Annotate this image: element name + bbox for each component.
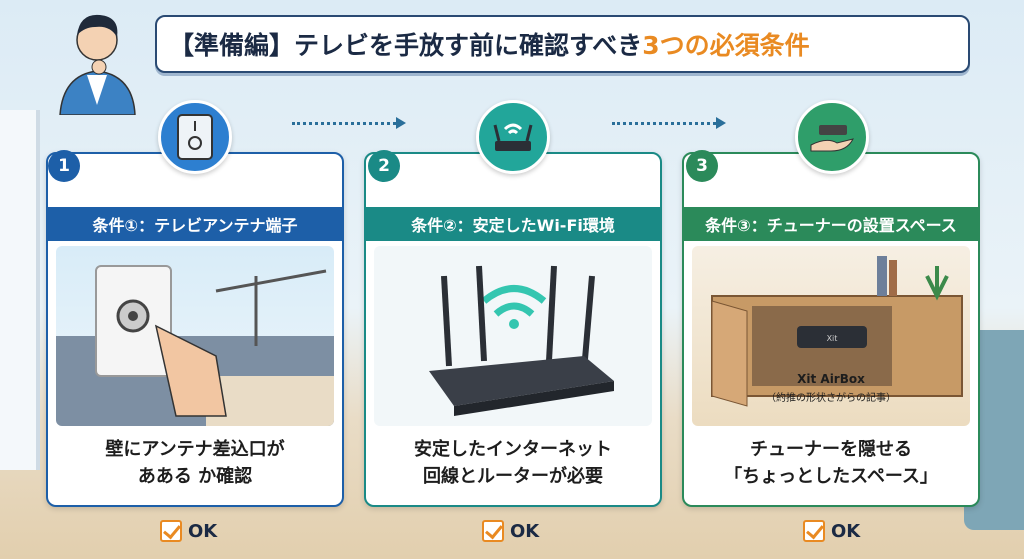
step-number-2: 2 (368, 150, 400, 182)
product-name: Xit AirBox (797, 372, 865, 386)
ok-check-1: OK (160, 520, 217, 542)
window-background (0, 110, 40, 470)
caption-line-2: 「ちょっとしたスペース」 (724, 466, 938, 487)
title-highlight: 3つの必須条件 (642, 31, 810, 60)
ok-label: OK (831, 520, 861, 542)
card-header: 条件③：チューナーの設置スペース (684, 207, 978, 241)
condition-card-3: 条件③：チューナーの設置スペース Xit Xit AirBox （約推の形状さが… (682, 152, 980, 507)
caption-line-1: 安定したインターネット (414, 439, 612, 460)
checkbox-checked-icon (160, 520, 182, 542)
step-number-3: 3 (686, 150, 718, 182)
caption-line-1: チューナーを隠せる (750, 439, 912, 460)
checkbox-checked-icon (803, 520, 825, 542)
caption-line-2: 回線とルーターが必要 (423, 466, 603, 487)
title-main: 【準備編】テレビを手放す前に確認すべき (169, 31, 643, 60)
card-caption: 安定したインターネット回線とルーターが必要 (366, 436, 660, 490)
condition-card-2: 条件②：安定したWi-Fi環境 安定したインターネット回線とルーターが必要 (364, 152, 662, 507)
caption-line-2: あある か確認 (137, 466, 253, 487)
condition-card-1: 条件①：テレビアンテナ端子 壁にアンテナ差込口があある か確認 (46, 152, 344, 507)
antenna-outlet-illustration (56, 246, 334, 426)
router-icon (476, 100, 550, 174)
tv-cabinet-illustration: Xit Xit AirBox （約推の形状さがらの記事） (692, 246, 970, 426)
card-caption: チューナーを隠せる「ちょっとしたスペース」 (684, 436, 978, 490)
flow-arrow-2 (612, 117, 726, 129)
device-label: Xit (827, 334, 838, 343)
card-header: 条件②：安定したWi-Fi環境 (366, 207, 660, 241)
caption-line-1: 壁にアンテナ差込口が (105, 439, 285, 460)
flow-arrow-1 (292, 117, 406, 129)
checkbox-checked-icon (482, 520, 504, 542)
ok-check-2: OK (482, 520, 539, 542)
thinking-person-illustration (59, 14, 136, 115)
wifi-router-illustration (374, 246, 652, 426)
ok-label: OK (510, 520, 540, 542)
ok-check-3: OK (803, 520, 860, 542)
antenna-outlet-icon (158, 100, 232, 174)
card-header: 条件①：テレビアンテナ端子 (48, 207, 342, 241)
product-note: （約推の形状さがらの記事） (766, 393, 896, 404)
ok-label: OK (188, 520, 218, 542)
step-number-1: 1 (48, 150, 80, 182)
card-caption: 壁にアンテナ差込口があある か確認 (48, 436, 342, 490)
hand-holding-tuner-icon (795, 100, 869, 174)
